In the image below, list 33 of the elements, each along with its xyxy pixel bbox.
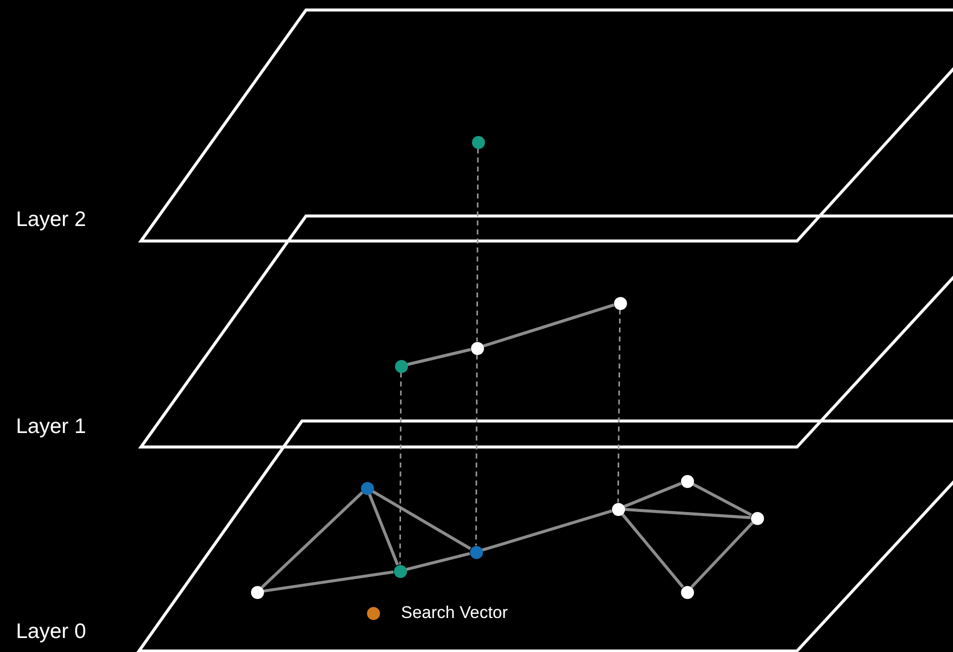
layer-label: Layer 0 xyxy=(16,620,86,644)
dashed-link xyxy=(475,354,478,546)
graph-node-dot xyxy=(612,502,624,516)
graph-node-dot xyxy=(394,360,408,372)
graph-edge xyxy=(263,570,394,593)
graph-edge xyxy=(621,513,684,588)
dashed-link xyxy=(617,310,621,502)
layer-label: Layer 2 xyxy=(16,208,86,232)
graph-edge xyxy=(624,508,751,520)
graph-edge xyxy=(482,509,612,552)
graph-node-dot xyxy=(250,586,264,598)
graph-node-dot xyxy=(470,546,482,558)
dashed-link xyxy=(399,372,402,564)
graph-edge xyxy=(692,482,752,516)
graph-node-dot xyxy=(470,342,484,354)
layer-label: Layer 1 xyxy=(16,415,86,439)
legend-label: Search Vector xyxy=(401,603,508,623)
graph-edge xyxy=(406,552,470,571)
graph-node-dot xyxy=(680,586,694,598)
graph-node-dot xyxy=(394,564,406,578)
graph-edge xyxy=(372,490,472,550)
graph-node-dot xyxy=(614,296,626,310)
graph-node-dot xyxy=(360,482,374,494)
graph-node-dot xyxy=(472,136,484,148)
graph-node-dot xyxy=(680,474,694,488)
graph-edge xyxy=(260,491,364,589)
graph-edge xyxy=(368,493,399,566)
graph-edge xyxy=(406,348,472,366)
graph-edge xyxy=(690,522,754,588)
graph-edge xyxy=(482,304,614,348)
graph-node-dot xyxy=(750,512,764,524)
graph-edge xyxy=(623,482,682,508)
dashed-link xyxy=(476,148,479,342)
